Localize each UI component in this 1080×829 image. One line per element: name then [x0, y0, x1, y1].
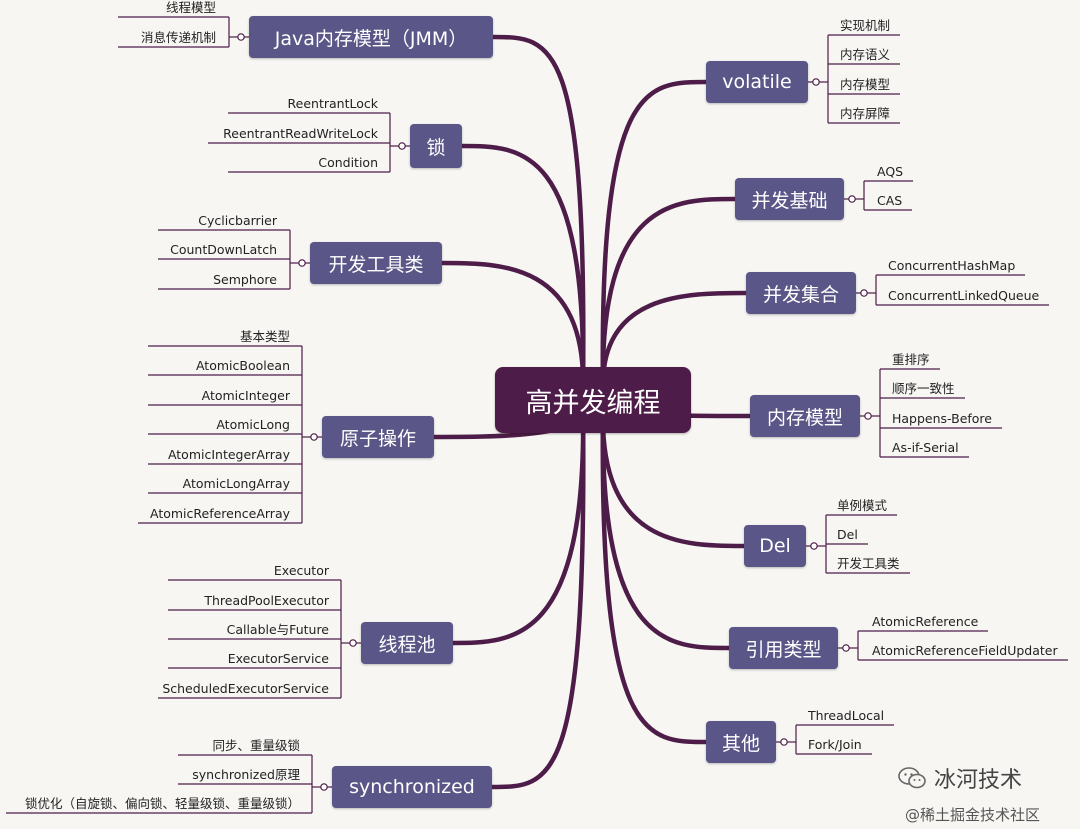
- branch-del[interactable]: Del: [744, 525, 806, 567]
- branch-thread-pool[interactable]: 线程池: [361, 622, 453, 664]
- junction-dot: [780, 738, 788, 746]
- leaf-del[interactable]: Del: [837, 527, 858, 542]
- leaf-impl-mechanism[interactable]: 实现机制: [840, 18, 891, 33]
- leaf-happens-before[interactable]: Happens-Before: [892, 411, 992, 426]
- footer-text: @稀土掘金技术社区: [905, 806, 1041, 824]
- junction-dot: [298, 259, 306, 267]
- leaf-atomicboolean[interactable]: AtomicBoolean: [195, 358, 290, 373]
- branch-dev-tools[interactable]: 开发工具类: [310, 242, 442, 284]
- leaf-memory-barrier[interactable]: 内存屏障: [840, 106, 891, 121]
- leaf-memory-model[interactable]: 内存模型: [840, 77, 891, 92]
- center-topic[interactable]: 高并发编程: [495, 367, 691, 433]
- leaf-thread-model[interactable]: 线程模型: [165, 0, 216, 15]
- leaf-semphore[interactable]: Semphore: [213, 272, 277, 287]
- junction-dot: [310, 433, 318, 441]
- leaf-message-passing[interactable]: 消息传递机制: [140, 30, 216, 45]
- leaf-atomiclongarray[interactable]: AtomicLongArray: [182, 476, 290, 491]
- junction-dot: [812, 78, 820, 86]
- leaf-callable-future[interactable]: Callable与Future: [226, 622, 329, 637]
- leaf-atomicreference[interactable]: AtomicReference: [872, 614, 979, 629]
- branch-synchronized[interactable]: synchronized: [332, 766, 492, 808]
- trunk-line: [489, 405, 586, 790]
- leaf-reentrantreadwritelock[interactable]: ReentrantReadWriteLock: [223, 126, 378, 141]
- leaf-scheduledexecutorservice[interactable]: ScheduledExecutorService: [162, 681, 329, 696]
- junction-dot: [842, 644, 850, 652]
- leaf-fork-join[interactable]: Fork/Join: [808, 737, 862, 752]
- trunk-line: [600, 405, 732, 651]
- leaf-concurrentlinkedqueue[interactable]: ConcurrentLinkedQueue: [888, 288, 1040, 303]
- leaf-sync-heavyweight[interactable]: 同步、重量级锁: [212, 738, 300, 753]
- leaf-reordering[interactable]: 重排序: [892, 352, 930, 367]
- leaf-countdownlatch[interactable]: CountDownLatch: [170, 242, 277, 257]
- trunk-line: [600, 290, 749, 395]
- junction-dot: [860, 289, 868, 297]
- branch-concurrency-basics[interactable]: 并发基础: [735, 178, 844, 220]
- junction-dot: [398, 142, 406, 150]
- trunk-line: [600, 79, 709, 395]
- leaf-condition[interactable]: Condition: [318, 155, 378, 170]
- leaf-sequential-consistency[interactable]: 顺序一致性: [892, 381, 955, 396]
- watermark-text: 冰河技术: [934, 768, 1023, 793]
- leaf-executor[interactable]: Executor: [273, 563, 329, 578]
- trunk-line: [600, 405, 709, 745]
- trunk-line: [490, 34, 586, 395]
- junction-dot: [237, 33, 245, 41]
- branch-jmm[interactable]: Java内存模型（JMM）: [249, 16, 493, 58]
- junction-dot: [810, 542, 818, 550]
- leaf-aqs[interactable]: AQS: [877, 164, 904, 179]
- leaf-lock-optimization[interactable]: 锁优化（自旋锁、偏向锁、轻量级锁、重量级锁）: [24, 796, 300, 811]
- leaf-executorservice[interactable]: ExecutorService: [227, 651, 329, 666]
- leaf-singleton[interactable]: 单例模式: [837, 498, 888, 513]
- junction-dot: [864, 412, 872, 420]
- branch-memory-model[interactable]: 内存模型: [750, 395, 860, 437]
- leaf-atomicinteger[interactable]: AtomicInteger: [201, 388, 290, 403]
- trunk-line: [439, 260, 586, 395]
- branch-atomic-ops[interactable]: 原子操作: [322, 416, 434, 458]
- leaf-basic-types[interactable]: 基本类型: [239, 329, 290, 344]
- wechat-icon: [898, 767, 926, 789]
- leaf-sync-principle[interactable]: synchronized原理: [192, 767, 300, 782]
- trunk-line: [600, 405, 747, 549]
- junction-dot: [848, 195, 856, 203]
- branch-concurrent-collections[interactable]: 并发集合: [746, 272, 856, 314]
- branch-other[interactable]: 其他: [706, 721, 776, 763]
- leaf-as-if-serial[interactable]: As-if-Serial: [892, 440, 959, 455]
- watermark: 冰河技术: [898, 762, 1022, 794]
- junction-dot: [320, 783, 328, 791]
- branch-reference-types[interactable]: 引用类型: [729, 627, 838, 669]
- leaf-cas[interactable]: CAS: [877, 193, 903, 208]
- leaf-reentrantlock[interactable]: ReentrantLock: [287, 96, 378, 111]
- branch-lock[interactable]: 锁: [410, 124, 462, 168]
- leaf-atomicreferencefieldupdater[interactable]: AtomicReferenceFieldUpdater: [872, 643, 1058, 658]
- leaf-atomicintegerarray[interactable]: AtomicIntegerArray: [167, 447, 290, 462]
- leaf-concurrenthashmap[interactable]: ConcurrentHashMap: [888, 258, 1016, 273]
- trunk-line: [450, 405, 586, 646]
- leaf-dev-tools[interactable]: 开发工具类: [837, 556, 900, 571]
- branch-volatile[interactable]: volatile: [706, 61, 808, 103]
- trunk-line: [600, 196, 738, 395]
- junction-dot: [349, 639, 357, 647]
- leaf-atomiclong[interactable]: AtomicLong: [216, 417, 290, 432]
- leaf-memory-semantics[interactable]: 内存语义: [840, 47, 891, 62]
- leaf-cyclicbarrier[interactable]: Cyclicbarrier: [198, 213, 277, 228]
- leaf-threadlocal[interactable]: ThreadLocal: [808, 708, 885, 723]
- leaf-threadpoolexecutor[interactable]: ThreadPoolExecutor: [204, 593, 329, 608]
- juejin-footer: @稀土掘金技术社区: [905, 804, 1040, 825]
- leaf-atomicreferencearray[interactable]: AtomicReferenceArray: [149, 506, 290, 521]
- trunk-line: [459, 143, 586, 395]
